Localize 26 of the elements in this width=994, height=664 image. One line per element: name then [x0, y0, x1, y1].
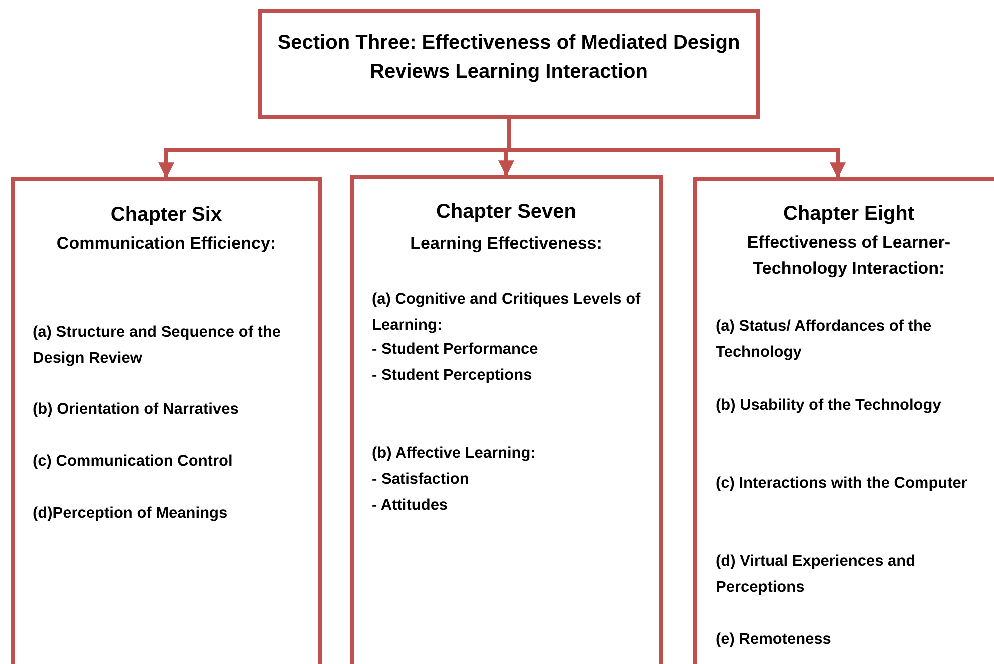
chapter-box — [350, 175, 663, 664]
topic-text: (a) Status/ Affordances of the Technology — [716, 317, 933, 363]
chapter-title: Chapter Seven — [435, 200, 578, 225]
chapter-box — [693, 177, 994, 664]
chapter-subtitle: Learning Effectiveness: — [410, 233, 604, 255]
topic-text: (b) Usability of the Technology — [716, 396, 942, 416]
topic-text: - Student Performance — [372, 340, 540, 360]
topic-text: (c) Interactions with the Computer — [716, 474, 968, 494]
topic-text: - Attitudes — [372, 496, 450, 516]
topic-text: (a) Cognitive and Critiques Levels of Learning: — [372, 290, 642, 336]
topic-text: - Satisfaction — [372, 470, 470, 490]
topic-text: (d) Virtual Experiences and Perceptions — [716, 552, 917, 598]
chapter-subtitle: Communication Efficiency: — [56, 233, 278, 255]
topic-text: (b) Affective Learning: — [372, 444, 537, 464]
topic-text: (e) Remoteness — [716, 630, 832, 650]
topic-text: (c) Communication Control — [33, 452, 234, 472]
topic-text: (d)Perception of Meanings — [33, 504, 229, 524]
chapter-subtitle: Effectiveness of Learner-Technology Interaction: — [746, 232, 952, 280]
section-title: Section Three: Effectiveness of Mediated Design Reviews Learning Interaction — [276, 31, 742, 85]
chapter-box — [11, 177, 322, 664]
chapter-title: Chapter Eight — [782, 202, 916, 227]
topic-text: (a) Structure and Sequence of the Design Review — [33, 323, 282, 369]
section-box — [258, 9, 760, 119]
topic-text: (b) Orientation of Narratives — [33, 400, 240, 420]
topic-text: - Student Perceptions — [372, 366, 534, 386]
chapter-title: Chapter Six — [110, 203, 224, 228]
